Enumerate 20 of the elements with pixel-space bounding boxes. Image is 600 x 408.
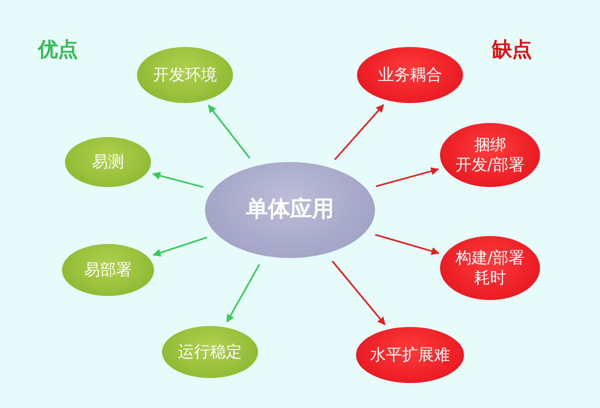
node-label: 单体应用 (246, 197, 334, 223)
node-label: 开发/部署 (455, 155, 525, 175)
node-label: 捆绑 (474, 135, 506, 155)
arrow (208, 104, 250, 159)
node-label: 构建/部署耗时 (454, 248, 526, 288)
arrow (226, 264, 260, 323)
arrow (152, 236, 208, 257)
node-label: 易测 (92, 152, 124, 172)
node-label: 易部署 (84, 260, 132, 280)
heading-label: 缺点 (492, 36, 532, 63)
node-label: 开发环境 (153, 65, 217, 85)
arrow (376, 167, 440, 188)
arrow (332, 260, 386, 326)
node-label: 运行稳定 (178, 342, 242, 362)
node-label: 业务耦合 (378, 65, 442, 85)
arrow (152, 172, 204, 188)
heading-label: 优点 (38, 36, 78, 63)
arrow (375, 234, 440, 255)
arrow (334, 104, 384, 160)
node-label: 水平扩展难 (370, 345, 450, 365)
